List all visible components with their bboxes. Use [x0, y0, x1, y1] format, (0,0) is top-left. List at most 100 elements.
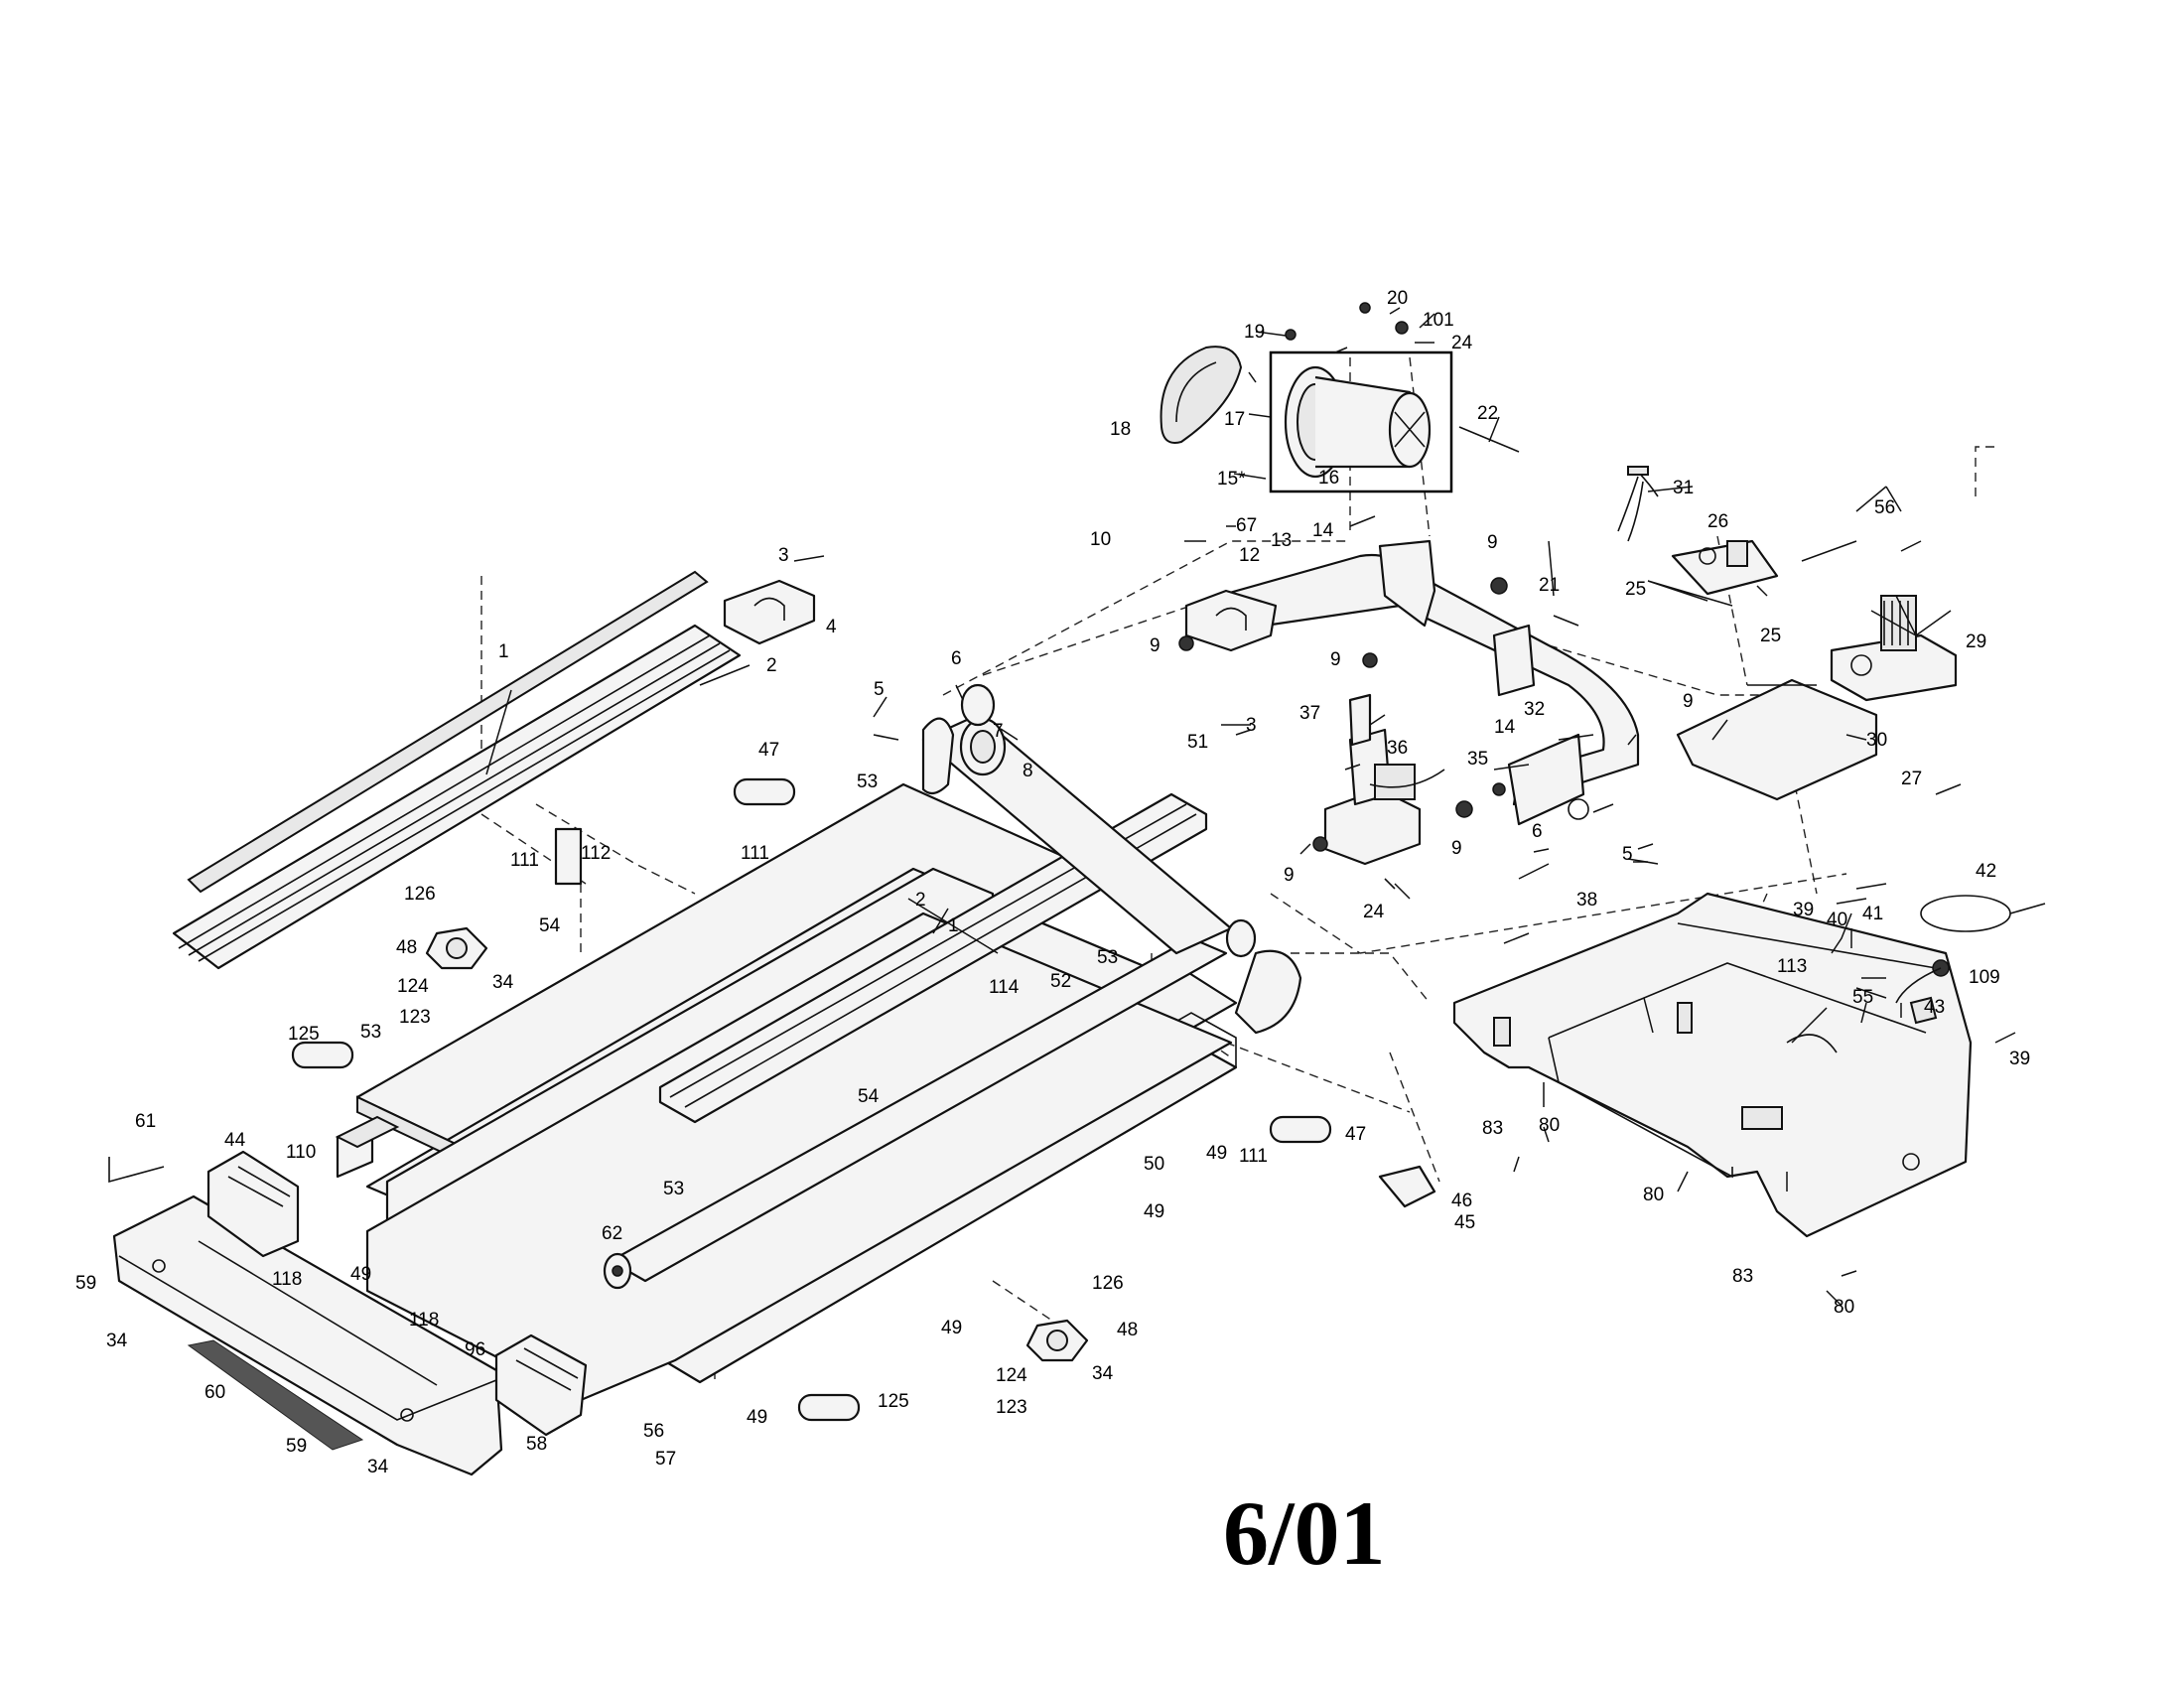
- callout-27: 27: [1901, 769, 1922, 789]
- callout-24: 24: [1363, 902, 1385, 922]
- callout-110: 110: [286, 1142, 316, 1163]
- callout-123: 123: [996, 1397, 1027, 1418]
- callout-80: 80: [1834, 1297, 1854, 1318]
- callout-123: 123: [399, 1007, 431, 1028]
- motor-hood: [1452, 892, 1973, 1238]
- callout-39: 39: [2009, 1049, 2030, 1069]
- callout-17: 17: [1224, 409, 1245, 430]
- rail-end-cap: [723, 579, 816, 645]
- wire-harness: [1617, 466, 1659, 542]
- callout-36: 36: [1387, 738, 1408, 759]
- callout-40: 40: [1827, 910, 1847, 930]
- callout-44: 44: [224, 1130, 246, 1151]
- callout-59: 59: [286, 1436, 307, 1457]
- callout-15: 15*: [1217, 469, 1246, 490]
- callout-50: 50: [1144, 1154, 1164, 1175]
- callout-14: 14: [1312, 520, 1334, 541]
- callout-2: 2: [766, 655, 777, 676]
- allen-wrench: [108, 1157, 165, 1184]
- callout-80: 80: [1539, 1115, 1560, 1136]
- electronics-plate: [1676, 678, 1878, 801]
- callout-22: 22: [1477, 403, 1498, 424]
- callout-20: 20: [1387, 288, 1408, 309]
- callout-51: 51: [1187, 732, 1208, 753]
- callout-55: 55: [1852, 987, 1873, 1008]
- callout-46: 46: [1451, 1191, 1472, 1211]
- callout-41: 41: [1862, 904, 1883, 924]
- end-cap-grill: [187, 1339, 364, 1451]
- upright-frame: [1199, 539, 1640, 826]
- callout-13: 13: [1271, 530, 1292, 551]
- callout-9: 9: [1330, 649, 1341, 670]
- callout-5: 5: [1622, 844, 1633, 865]
- hood-hardware: [1836, 883, 1938, 1025]
- clip-bracket: [554, 589, 1436, 1208]
- drive-belt: [1160, 346, 1243, 444]
- callout-29: 29: [1966, 632, 1986, 652]
- callout-5: 5: [874, 679, 885, 700]
- callout-56: 56: [643, 1421, 664, 1442]
- callout-12: 12: [1239, 545, 1260, 566]
- rear-foot-left: [206, 1150, 300, 1258]
- callout-58: 58: [526, 1434, 547, 1455]
- callout-45: 45: [1454, 1212, 1475, 1233]
- callout-62: 62: [602, 1223, 622, 1244]
- callout-1: 1: [498, 641, 509, 662]
- callout-118: 118: [272, 1269, 302, 1290]
- callout-113: 113: [1777, 956, 1807, 977]
- front-bracket: [921, 717, 1302, 1035]
- callout-83: 83: [1482, 1118, 1503, 1139]
- callout-9: 9: [1683, 691, 1694, 712]
- callout-49: 49: [1144, 1201, 1164, 1222]
- front-roller: [921, 713, 1257, 958]
- callout-35: 35: [1467, 749, 1488, 770]
- callout-67: 67: [1236, 515, 1257, 536]
- callout-56: 56: [1874, 497, 1895, 518]
- callout-47: 47: [1345, 1124, 1366, 1145]
- callout-52: 52: [1050, 971, 1071, 992]
- callout-10: 10: [1090, 529, 1111, 550]
- controller-board: [1671, 539, 1779, 596]
- callout-43: 43: [1924, 997, 1945, 1018]
- front-roller-pulley: [873, 683, 996, 741]
- side-rail-left: [172, 570, 742, 970]
- callout-49: 49: [941, 1318, 962, 1338]
- callout-34: 34: [492, 972, 514, 993]
- callout-48: 48: [1117, 1320, 1138, 1340]
- callout-39: 39: [1793, 900, 1814, 920]
- callout-16: 16: [1318, 468, 1339, 489]
- callout-101: 101: [1423, 310, 1454, 331]
- callout-37: 37: [1299, 703, 1320, 724]
- callout-18: 18: [1110, 419, 1131, 440]
- callout-1: 1: [948, 915, 959, 936]
- callout-126: 126: [404, 884, 436, 905]
- callout-7: 7: [993, 721, 1004, 742]
- callout-54: 54: [539, 915, 561, 936]
- callout-49: 49: [350, 1264, 371, 1285]
- callout-9: 9: [1451, 838, 1462, 859]
- callout-30: 30: [1866, 730, 1887, 751]
- callout-42: 42: [1976, 861, 1996, 882]
- callout-leaders: [485, 307, 2016, 1307]
- callout-80: 80: [1643, 1185, 1664, 1205]
- callout-125: 125: [878, 1391, 909, 1412]
- callout-53: 53: [360, 1022, 381, 1043]
- power-module: [1830, 595, 1958, 702]
- callout-61: 61: [135, 1111, 156, 1132]
- callout-32: 32: [1524, 699, 1545, 720]
- callout-111: 111: [1239, 1146, 1268, 1167]
- callout-21: 21: [1539, 575, 1560, 596]
- callout-83: 83: [1732, 1266, 1753, 1287]
- callout-125: 125: [288, 1024, 320, 1045]
- callout-111: 111: [741, 843, 769, 864]
- callout-124: 124: [996, 1365, 1027, 1386]
- rear-roller: [603, 936, 1228, 1290]
- callout-54: 54: [858, 1086, 880, 1107]
- callout-4: 4: [826, 617, 837, 637]
- callout-6: 6: [951, 648, 962, 669]
- callout-118: 118: [409, 1310, 439, 1331]
- callout-19: 19: [1244, 322, 1265, 343]
- callout-49: 49: [747, 1407, 767, 1428]
- callout-111: 111: [510, 850, 539, 871]
